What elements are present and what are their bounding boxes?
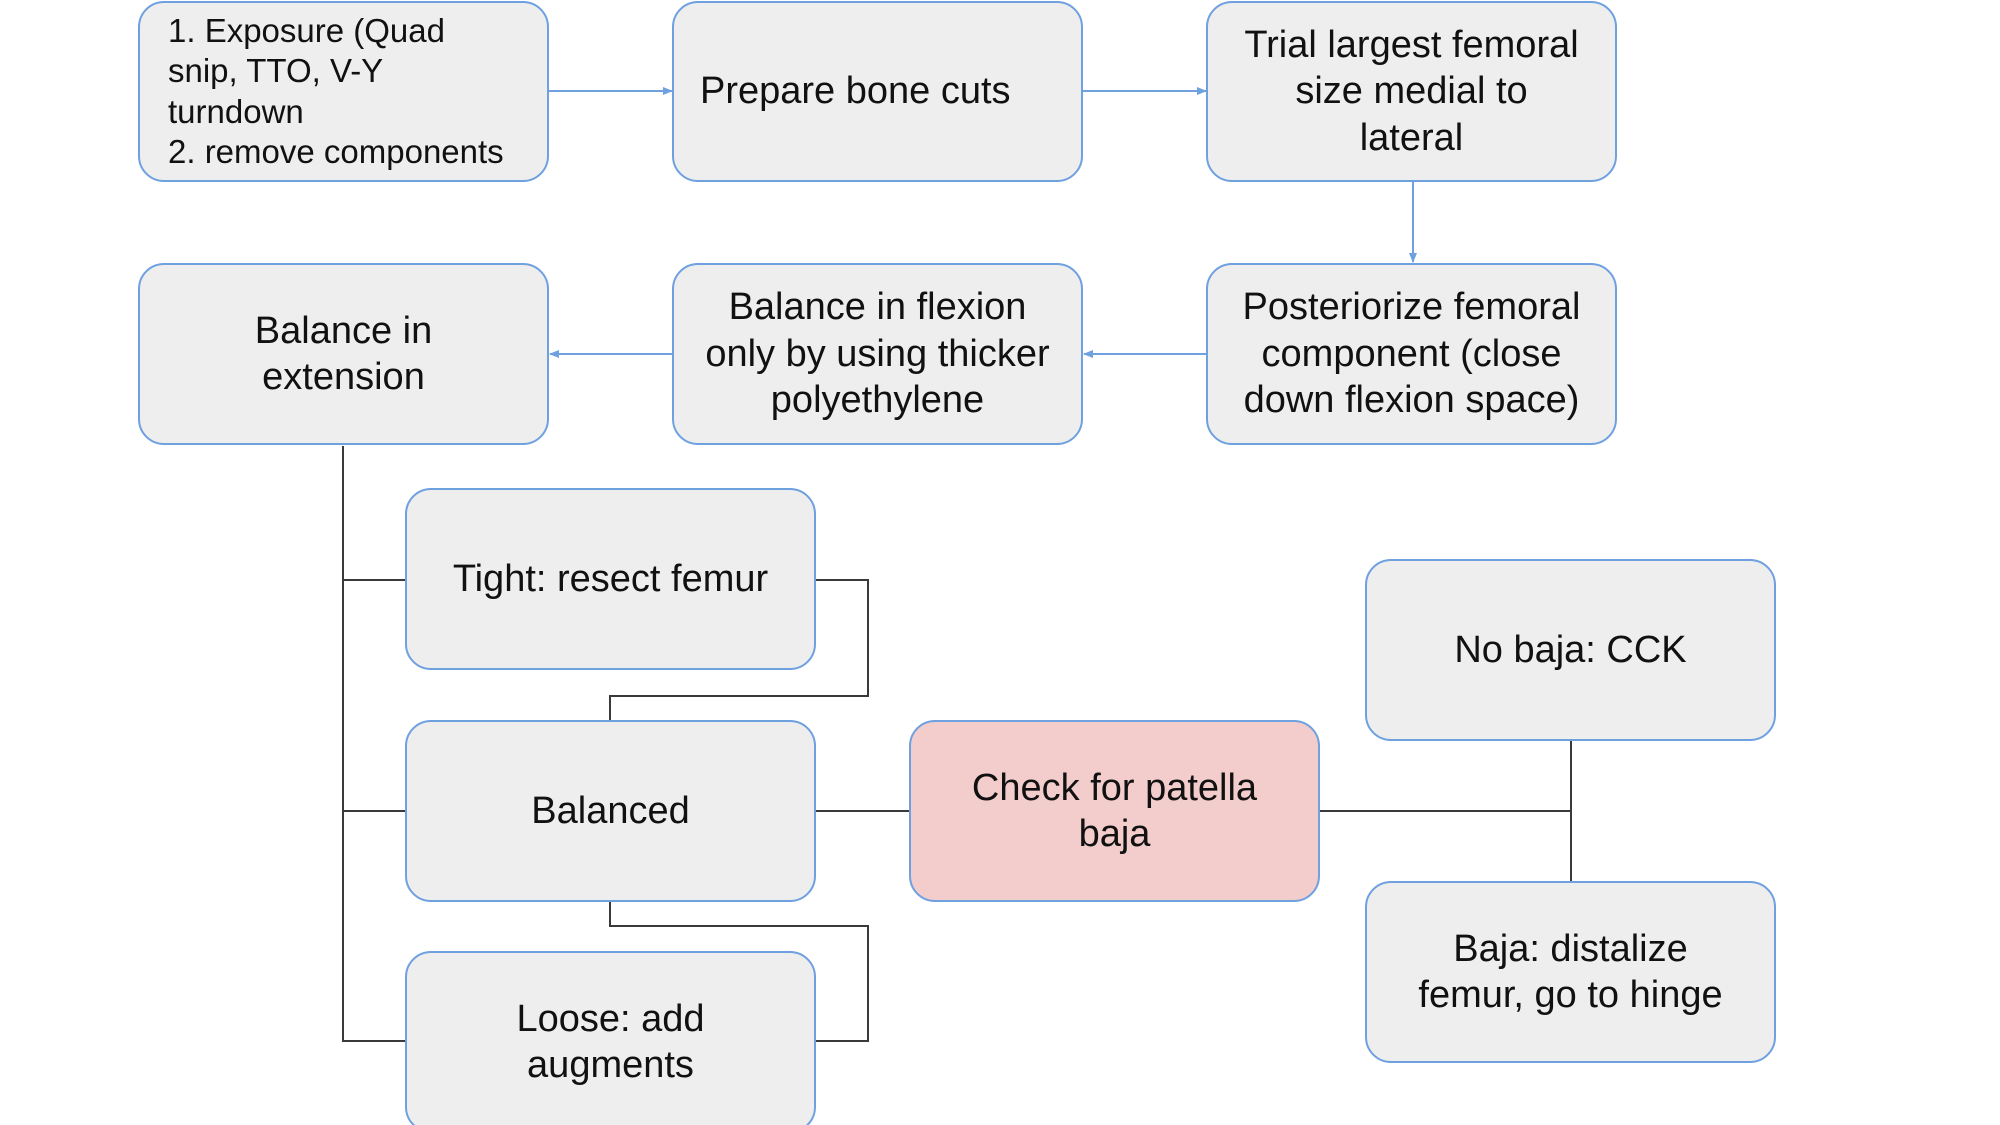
node-loose-add-augments: Loose: add augments [405, 951, 816, 1125]
node-tight-resect-femur: Tight: resect femur [405, 488, 816, 670]
node-posteriorize-femoral: Posteriorize femoral component (close do… [1206, 263, 1617, 445]
node-baja-distalize: Baja: distalize femur, go to hinge [1365, 881, 1776, 1063]
node-balanced: Balanced [405, 720, 816, 902]
node-check-patella-baja: Check for patella baja [909, 720, 1320, 902]
node-exposure: 1. Exposure (Quad snip, TTO, V-Y turndow… [138, 1, 549, 182]
connector-balanced-to-loose [609, 902, 869, 1042]
node-prepare-bone-cuts: Prepare bone cuts [672, 1, 1083, 182]
node-no-baja-cck: No baja: CCK [1365, 559, 1776, 741]
node-balance-extension: Balance in extension [138, 263, 549, 445]
node-trial-femoral-size: Trial largest femoral size medial to lat… [1206, 1, 1617, 182]
connector-tight-to-balanced [609, 579, 869, 720]
node-balance-flexion: Balance in flexion only by using thicker… [672, 263, 1083, 445]
connector-extension-branches [342, 446, 405, 1042]
